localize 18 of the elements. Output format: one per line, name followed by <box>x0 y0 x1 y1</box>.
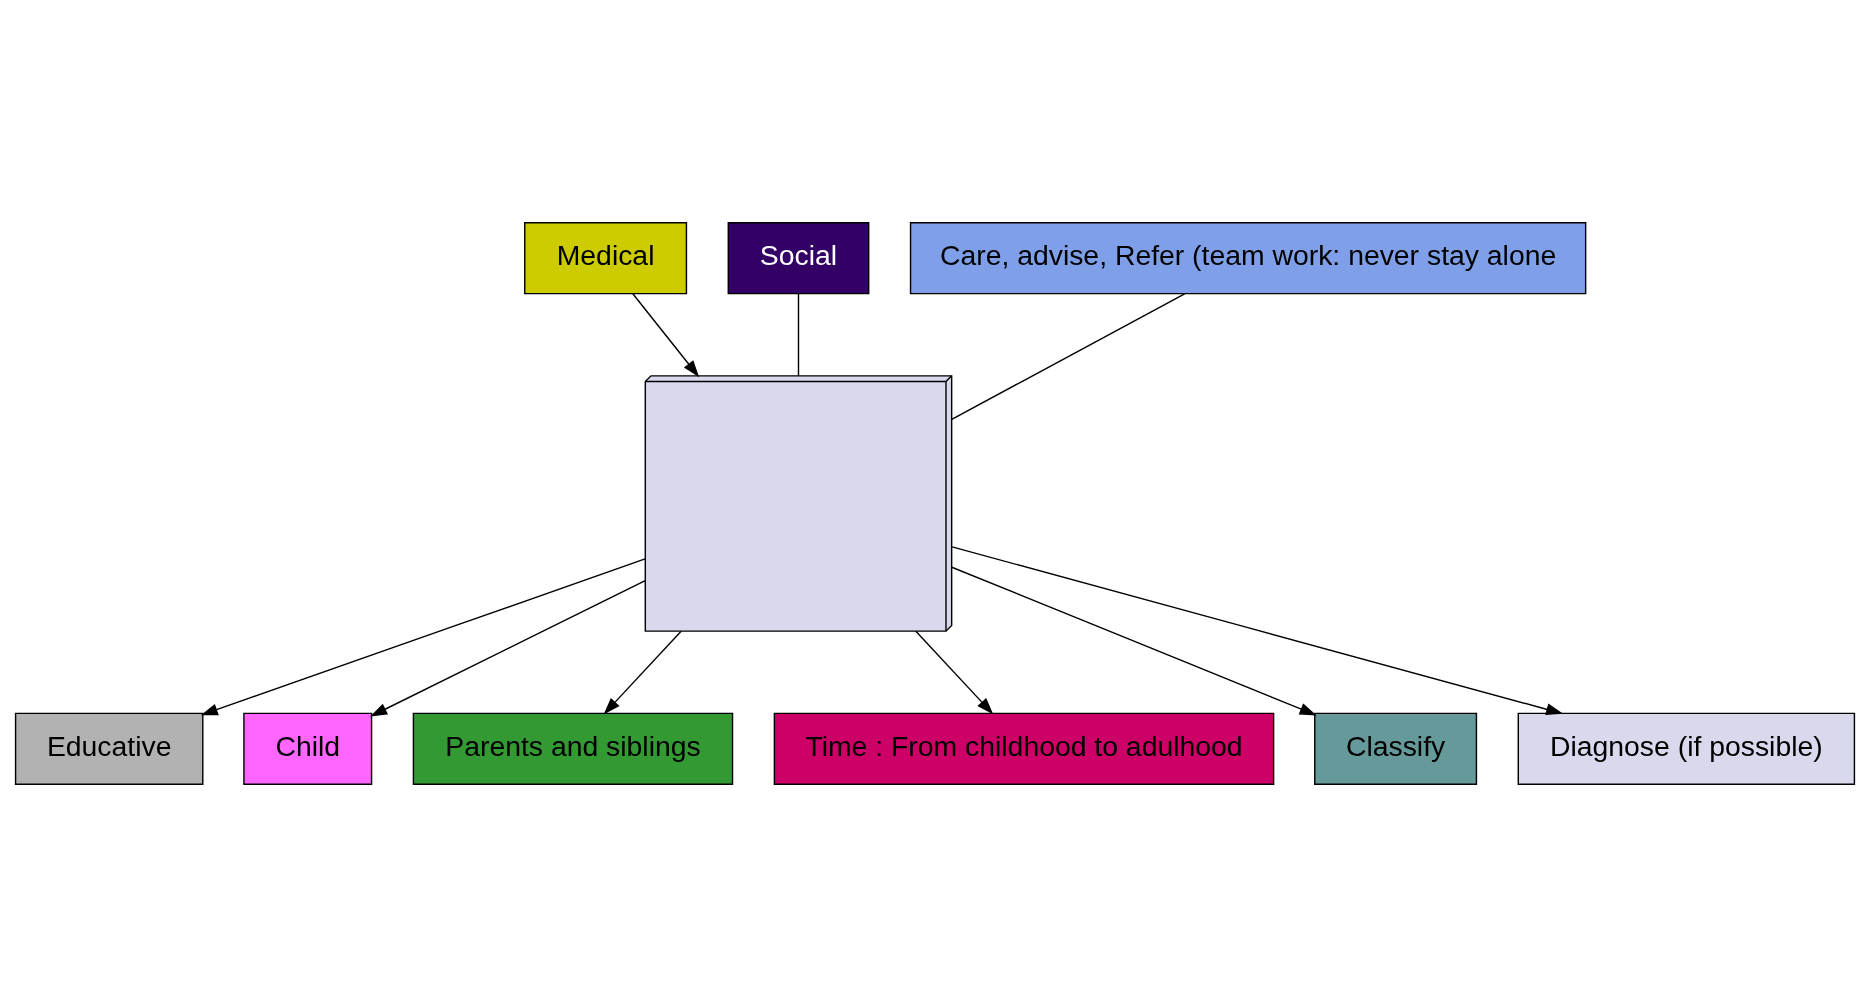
arrow <box>603 630 682 715</box>
node-box: Time : From childhood to adulhood <box>773 712 1274 786</box>
arrow <box>200 558 646 716</box>
arrow <box>369 579 646 717</box>
arrow <box>950 566 1317 716</box>
node-box: Medical <box>523 221 687 295</box>
node-box: Educative <box>14 712 203 786</box>
connector <box>950 293 1185 421</box>
arrow <box>631 293 699 378</box>
node-box: Social <box>727 221 869 295</box>
arrow <box>950 546 1563 716</box>
node-box: Diagnose (if possible) <box>1517 712 1855 786</box>
node-box: Classify <box>1313 712 1477 786</box>
node-box: Child <box>242 712 372 786</box>
node-box: Parents and siblings <box>412 712 733 786</box>
arrow <box>914 630 993 715</box>
connector <box>797 293 799 377</box>
node-box: Care, advise, Refer (team work: never stay alone <box>909 221 1586 295</box>
